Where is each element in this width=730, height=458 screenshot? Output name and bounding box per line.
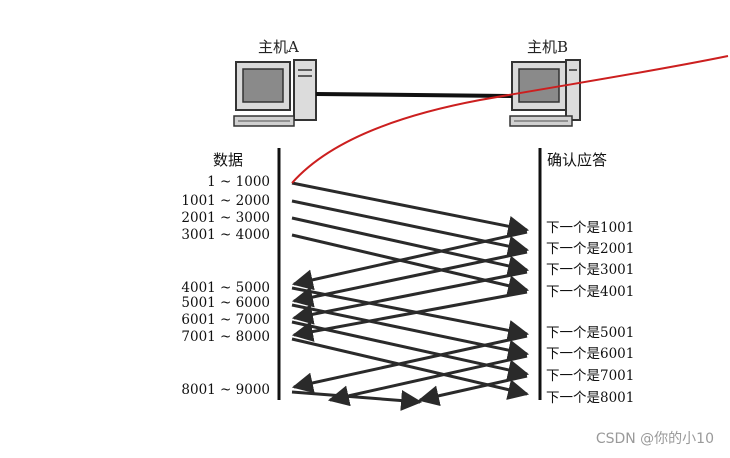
- data-arrow: [291, 181, 530, 237]
- ack-arrow: [291, 250, 528, 308]
- segment-label: 5001 ~ 6000: [181, 295, 270, 311]
- ack-labels: 下一个是1001 下一个是2001 下一个是3001 下一个是4001 下一个是…: [546, 220, 634, 406]
- segment-label: 7001 ~ 8000: [181, 329, 270, 345]
- ack-arrow: [417, 374, 528, 407]
- annotation-curve: [291, 55, 729, 184]
- receiver-column-title: 确认应答: [547, 151, 607, 169]
- ack-arrow: [291, 334, 528, 394]
- segment-label: 2001 ~ 3000: [181, 210, 270, 226]
- ack-label: 下一个是4001: [546, 284, 634, 300]
- watermark: CSDN @你的小10: [595, 431, 714, 447]
- ack-arrow: [291, 290, 528, 342]
- segment-label: 1 ~ 1000: [207, 174, 270, 190]
- segment-label: 6001 ~ 7000: [181, 312, 270, 328]
- host-a-computer-icon: [233, 59, 317, 127]
- segment-label: 3001 ~ 4000: [181, 227, 270, 243]
- segment-label: 1001 ~ 2000: [181, 193, 270, 209]
- host-b-label: 主机B: [527, 38, 568, 56]
- ack-arrow: [291, 230, 528, 291]
- ack-label: 下一个是3001: [546, 262, 634, 278]
- ack-label: 下一个是8001: [546, 390, 634, 406]
- network-link: [315, 92, 513, 98]
- ack-arrows: [291, 230, 528, 407]
- ack-label: 下一个是7001: [546, 368, 634, 384]
- sender-column-title: 数据: [213, 151, 243, 169]
- data-arrow: [291, 390, 423, 411]
- data-arrow: [291, 286, 530, 341]
- ack-arrow: [291, 270, 528, 325]
- ack-label: 下一个是6001: [546, 346, 634, 362]
- segment-label: 8001 ~ 9000: [181, 382, 270, 398]
- ack-label: 下一个是1001: [546, 220, 634, 236]
- host-a-label: 主机A: [258, 38, 299, 56]
- segment-labels: 1 ~ 1000 1001 ~ 2000 2001 ~ 3000 3001 ~ …: [181, 174, 270, 398]
- ack-arrow: [327, 354, 528, 407]
- ack-label: 下一个是5001: [546, 325, 634, 341]
- ack-label: 下一个是2001: [546, 241, 634, 257]
- segment-label: 4001 ~ 5000: [181, 280, 270, 296]
